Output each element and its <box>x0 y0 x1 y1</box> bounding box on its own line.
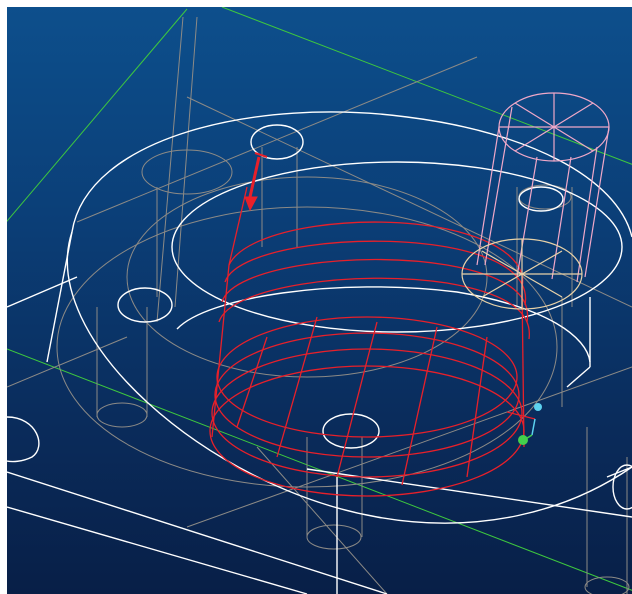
flange-outer-bottom <box>66 231 632 524</box>
toolpath-lead-in <box>228 186 248 266</box>
toolpath-ring-1 <box>228 221 524 288</box>
hidden-edges <box>7 16 632 594</box>
bolt-hole-bottom <box>322 413 380 449</box>
axis-y-handle <box>518 435 528 445</box>
helical-toolpath <box>209 186 536 497</box>
toolpath-ring-5 <box>216 316 518 438</box>
part-edges <box>7 111 632 594</box>
workplane-edge-top <box>221 7 632 165</box>
viewport-canvas[interactable] <box>7 7 632 594</box>
view-orientation-handle[interactable] <box>518 403 542 445</box>
bolt-hole-right <box>612 464 632 510</box>
cad-3d-viewport[interactable] <box>7 7 632 594</box>
workplane-edge-left <box>7 8 188 222</box>
axis-z-handle <box>534 403 542 411</box>
tool-flute-wireframe <box>476 92 610 283</box>
boss-step-ring <box>176 286 591 363</box>
flange-outer-top <box>71 111 632 238</box>
tool-shank-wireframe <box>461 238 583 310</box>
bolt-hole-top <box>250 124 304 160</box>
boss-top-ring <box>171 161 623 333</box>
cutting-tool[interactable] <box>461 92 610 310</box>
bolt-hole-left <box>117 287 173 323</box>
toolpath-direction-arrow <box>244 152 268 212</box>
bolt-hole-edge-left <box>7 416 40 463</box>
